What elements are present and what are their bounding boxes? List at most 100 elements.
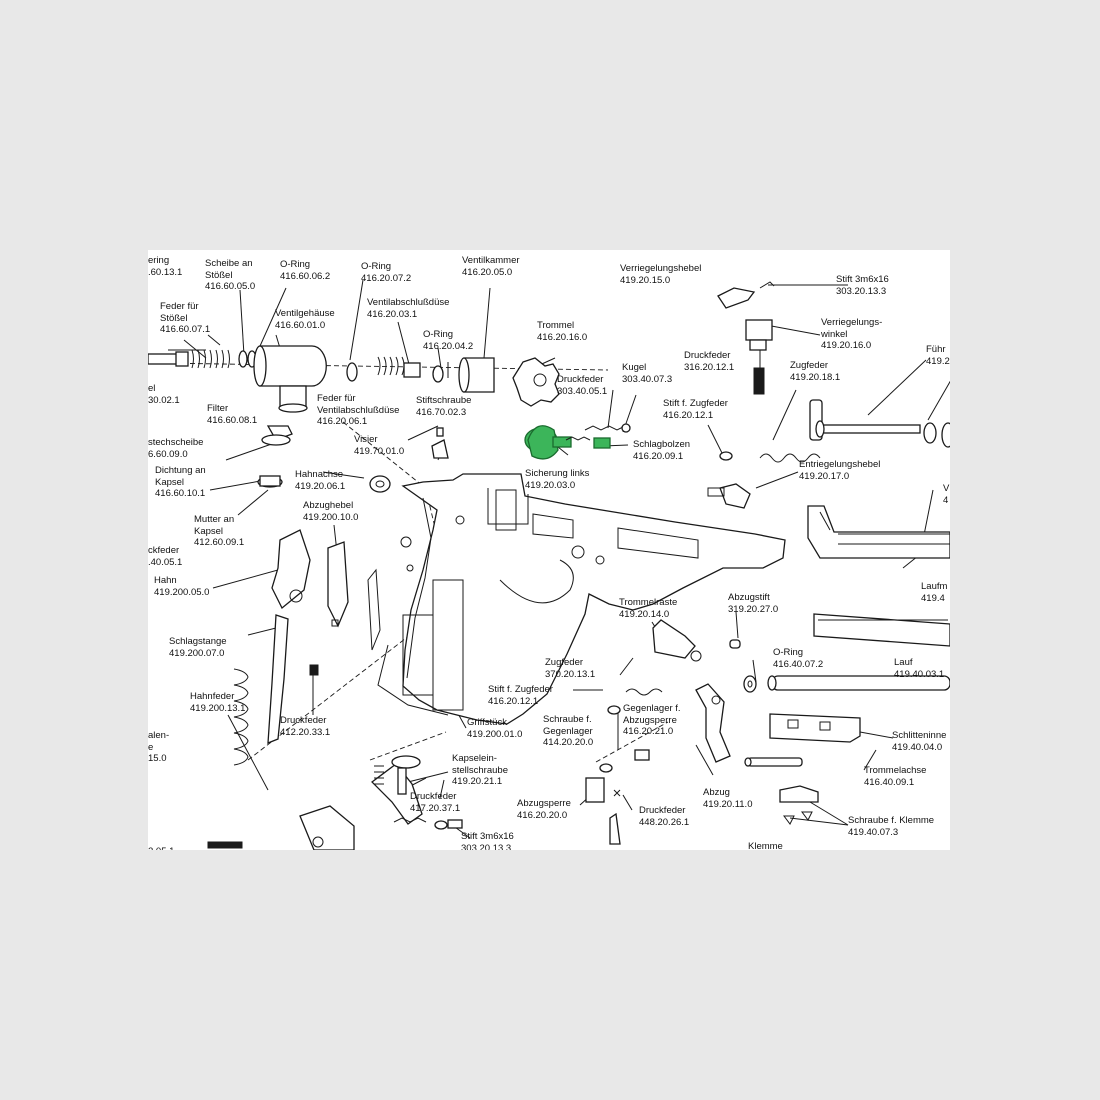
label-line: stellschraube xyxy=(452,764,508,776)
label-line: Druckfeder xyxy=(410,791,457,802)
label-line: Trommel xyxy=(537,320,575,331)
label-line: 414.20.20.0 xyxy=(543,737,594,748)
label-line: 419.20.17.0 xyxy=(799,470,850,482)
label-line: 303.20.13.3 xyxy=(836,285,887,297)
label-line: Druckfeder xyxy=(639,805,686,816)
valve-row-parts xyxy=(148,345,495,413)
label-line: Stößel xyxy=(205,269,233,281)
label-line: Scheibe an xyxy=(205,258,253,269)
label-line: 419.20.14.0 xyxy=(619,608,670,620)
label-line: 419.20.06.1 xyxy=(295,480,346,492)
label-line: 416.20.20.0 xyxy=(517,809,568,821)
label-line: .40.05.1 xyxy=(148,556,183,568)
label-line: Kapselein- xyxy=(452,753,497,764)
label-line: 416.40.07.2 xyxy=(773,658,824,670)
label-line: 416.20.16.0 xyxy=(537,331,588,343)
label-line: 419.20.15.0 xyxy=(620,274,671,286)
grip-frame xyxy=(367,473,786,725)
label-line: ering xyxy=(148,255,170,266)
label-line: Schlagstange xyxy=(169,636,227,647)
drum-and-safety xyxy=(257,357,631,493)
label-line: Dichtung an xyxy=(155,465,206,476)
label-line: Gegenlager f. xyxy=(623,703,681,714)
label-line: Stiftschraube xyxy=(416,395,472,406)
label-line: stechscheibe xyxy=(148,437,204,448)
label-line: 416.20.12.1 xyxy=(488,695,539,707)
label-line: winkel xyxy=(821,328,848,340)
label-line: Führ xyxy=(926,344,946,355)
label-line: 419.40.04.0 xyxy=(892,741,943,753)
label-line: 416.20.12.1 xyxy=(663,409,714,421)
label-line: 303.20.13.3 xyxy=(461,842,512,851)
label-line: V xyxy=(943,483,950,494)
label-line: Laufm xyxy=(921,581,948,592)
label-line: Schraube f. Klemme xyxy=(848,815,935,826)
label-ckfeder: ckfeder.40.05.1 xyxy=(148,545,182,568)
label-line: 6.60.09.0 xyxy=(148,448,188,460)
label-cut-bottom-left: 2.05.1 xyxy=(148,846,174,850)
upper-right-parts xyxy=(707,281,950,509)
label-line: alen- xyxy=(148,730,170,741)
label-line: Mutter an xyxy=(194,514,235,525)
label-line: Stößel xyxy=(160,312,188,324)
label-line: .60.13.1 xyxy=(148,266,183,278)
label-line: O-Ring xyxy=(423,329,454,340)
label-line: O-Ring xyxy=(773,647,804,658)
label-line: Kugel xyxy=(622,362,647,373)
label-line: Klemme xyxy=(748,841,783,850)
label-line: 15.0 xyxy=(148,753,167,764)
label-line: 416.60.06.2 xyxy=(280,270,331,282)
label-line: 416.60.07.1 xyxy=(160,324,211,335)
label-line: 419.40.03.1 xyxy=(894,668,945,680)
label-dichtring: ering.60.13.1 xyxy=(148,255,182,278)
label-line: Druckfeder xyxy=(557,374,604,385)
label-line: Feder für xyxy=(317,393,356,404)
label-line: el xyxy=(148,383,156,394)
trigger-group xyxy=(299,619,741,850)
label-line: Verriegelungs- xyxy=(821,317,883,328)
label-line: 419.200.13.1 xyxy=(190,702,246,714)
label-line: O-Ring xyxy=(280,259,311,270)
label-line: 416.20.05.0 xyxy=(462,266,513,278)
label-line: 419.200.01.0 xyxy=(467,728,523,740)
label-line: 416.60.01.0 xyxy=(275,319,326,331)
label-line: 2.05.1 xyxy=(148,846,174,850)
label-line: e xyxy=(148,741,154,753)
label-line: Trommelachse xyxy=(864,765,927,776)
label-line: Zugfeder xyxy=(790,360,829,371)
label-line: 419.200.10.0 xyxy=(303,511,359,523)
label-line: Entriegelungshebel xyxy=(799,459,881,470)
label-line: 419.4 xyxy=(921,592,945,604)
label-line: Druckfeder xyxy=(280,715,327,726)
label-line: 416.60.08.1 xyxy=(207,414,258,426)
label-line: Ventilkammer xyxy=(462,255,520,266)
label-line: Feder für xyxy=(160,301,199,312)
hammer-group xyxy=(207,529,349,849)
